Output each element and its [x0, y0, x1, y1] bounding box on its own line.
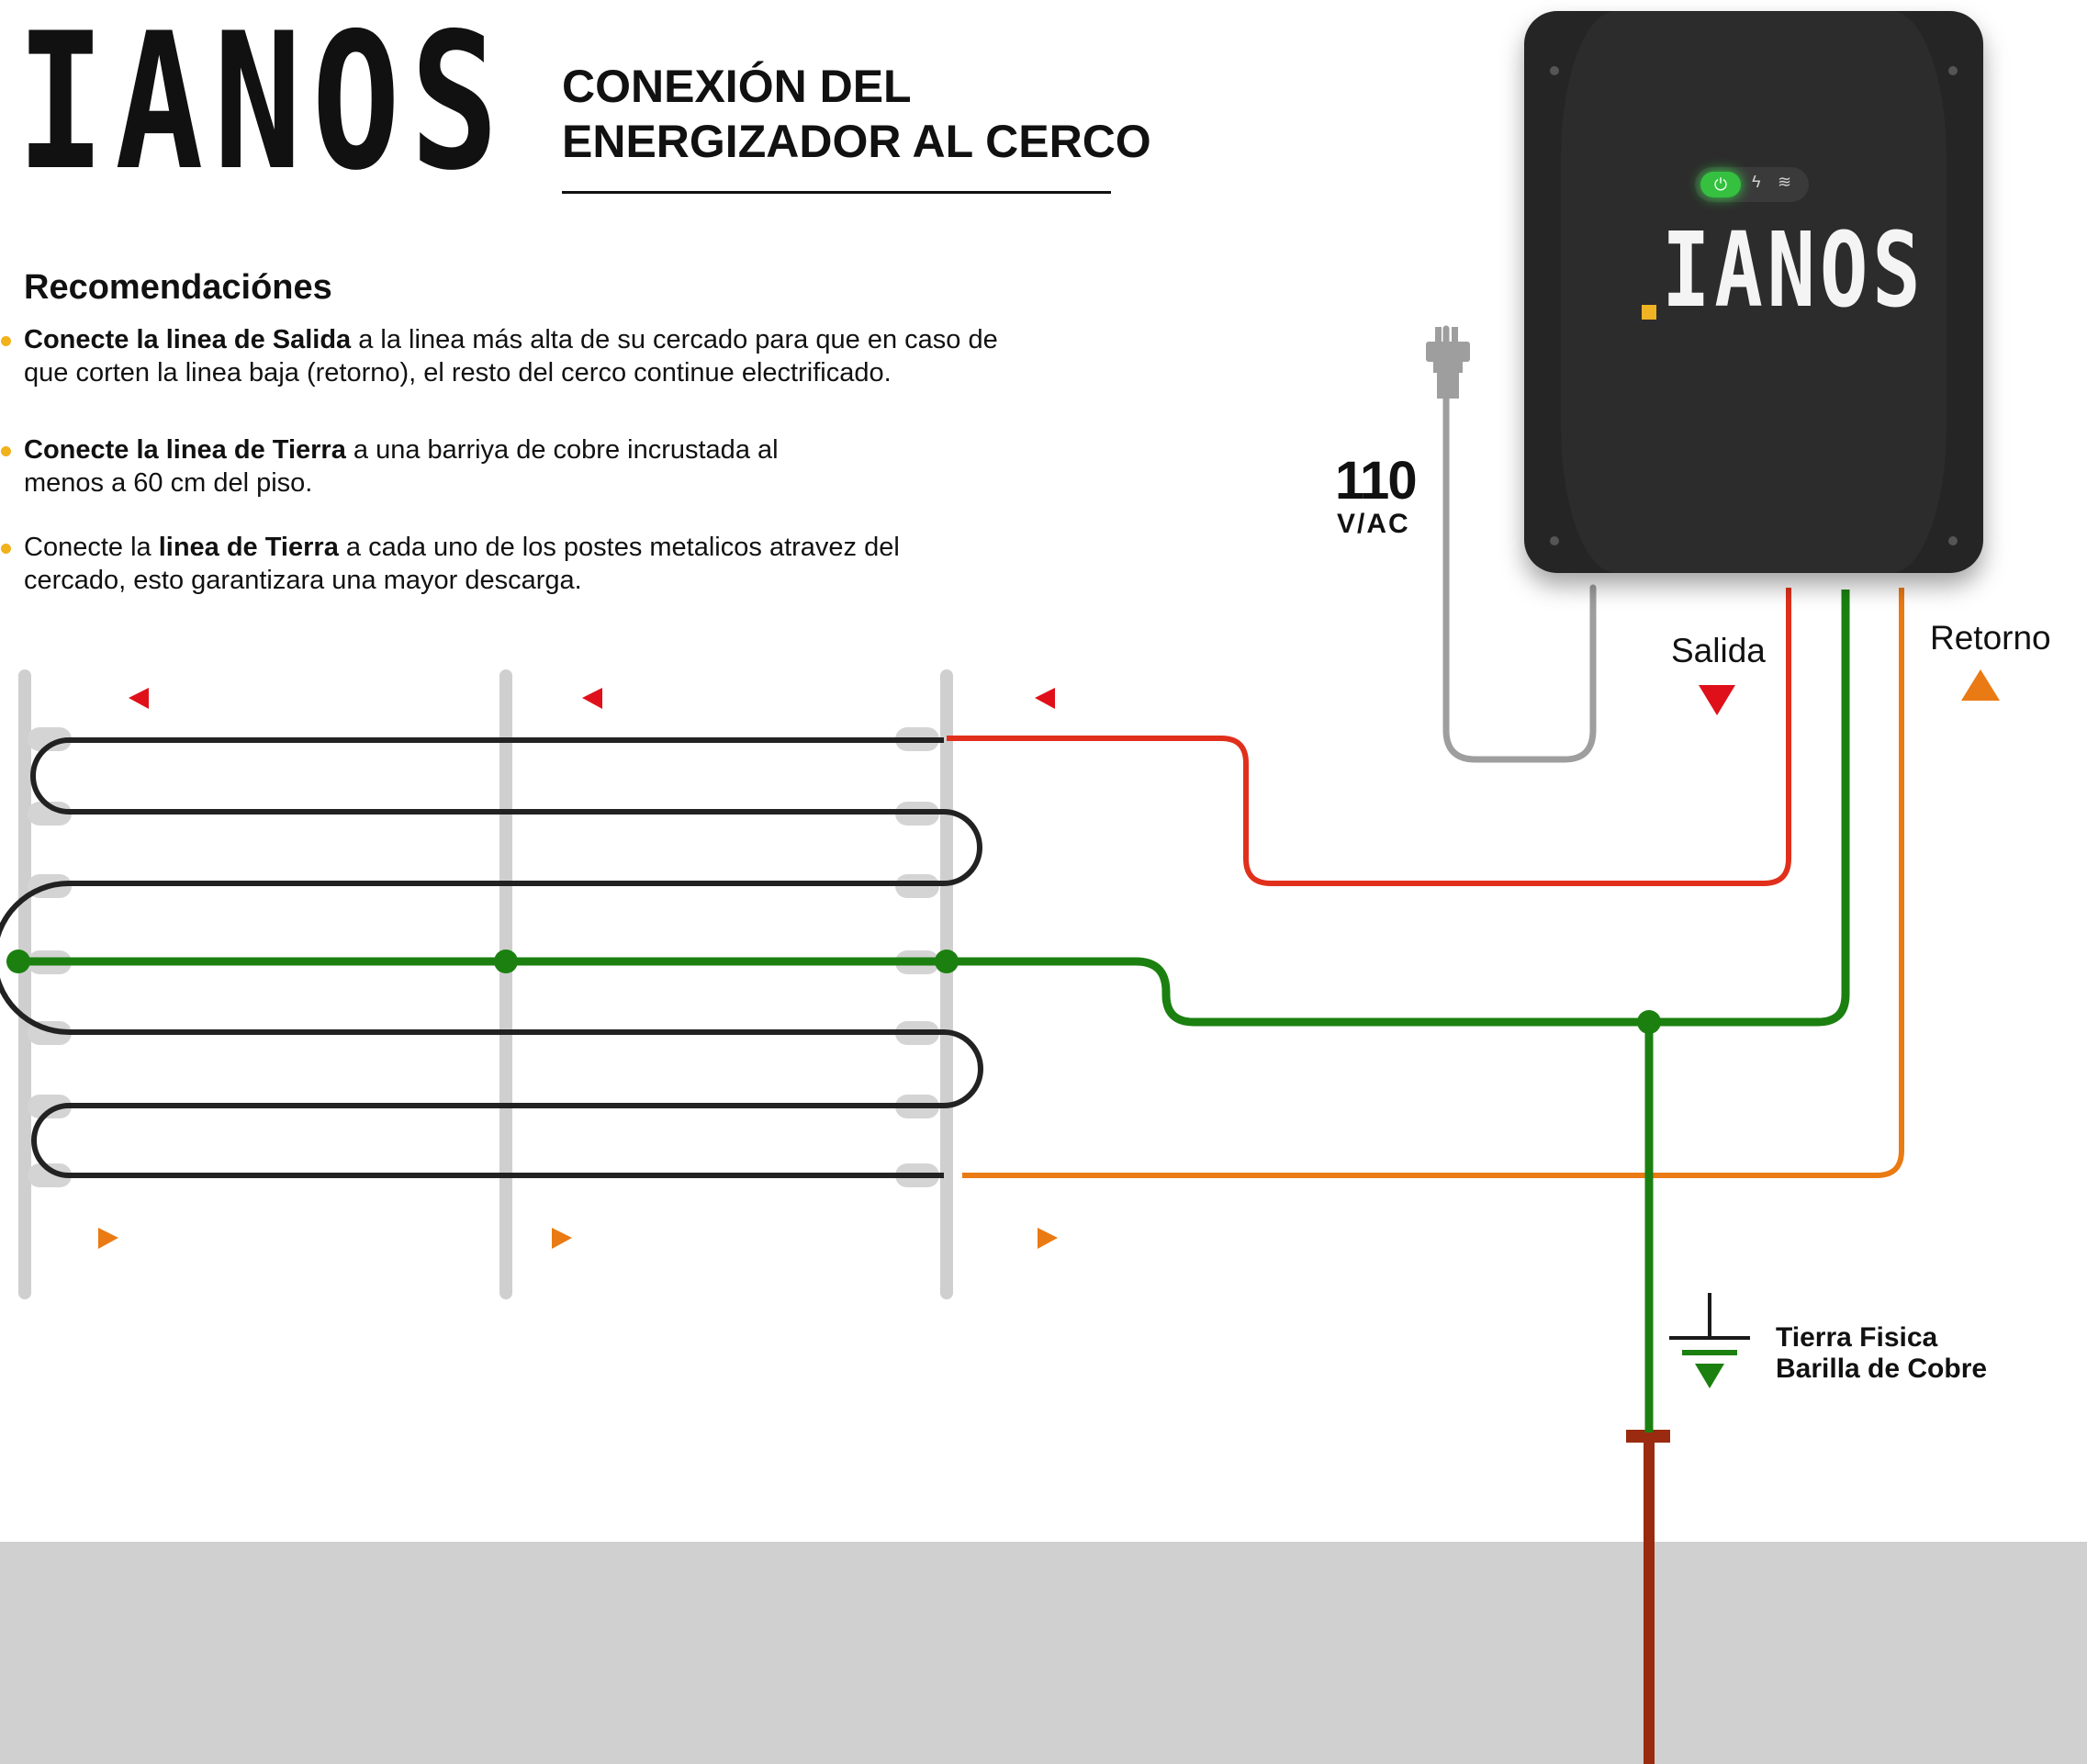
tierra-fisica-label: Tierra Fisica Barilla de Cobre — [1776, 1322, 1987, 1385]
tierra-label-line-1: Tierra Fisica — [1776, 1322, 1938, 1353]
bullet-dot — [1, 544, 11, 554]
recommendation-bold: Conecte la linea de Tierra — [24, 435, 346, 465]
brand-dot — [1642, 305, 1656, 320]
fence-posts — [18, 669, 953, 1299]
status-indicators: ⏻ ϟ ≋ — [1695, 167, 1809, 202]
ground-area — [0, 1542, 2087, 1764]
wifi-icon: ≋ — [1778, 173, 1792, 191]
recommendation-text: a la linea más alta de su cercado para q… — [24, 325, 998, 388]
energizer-device: ⏻ ϟ ≋ IANOS — [1524, 11, 1983, 573]
ground-symbol-icon — [1669, 1293, 1750, 1388]
screw-icon — [1550, 536, 1559, 545]
recommendation-bold: Conecte la linea de Salida — [24, 325, 352, 354]
recommendation-text: a una barriya de cobre incrustada al men… — [24, 435, 779, 498]
screw-icon — [1550, 66, 1559, 75]
power-icon: ⏻ — [1700, 172, 1741, 197]
ianos-logo: IANOS — [17, 0, 509, 212]
salida-label: Salida — [1671, 632, 1766, 669]
recommendation-item-1: Conecte la linea de Salida a la linea má… — [1, 323, 1015, 389]
title-underline — [562, 191, 1111, 194]
voltage-unit: V/AC — [1337, 509, 1410, 539]
recommendation-item-3: Conecte la linea de Tierra a cada uno de… — [1, 531, 942, 597]
tierra-wire — [18, 590, 1850, 1027]
retorno-wire — [962, 588, 1904, 1178]
screw-icon — [1948, 536, 1958, 545]
bolt-icon: ϟ — [1752, 173, 1761, 191]
voltage-value: 110 — [1335, 451, 1418, 511]
recommendation-item-2: Conecte la linea de Tierra a una barriya… — [1, 433, 813, 500]
ground-junctions — [6, 949, 1661, 1034]
recommendations-heading: Recomendaciónes — [24, 268, 332, 307]
tierra-label-line-2: Barilla de Cobre — [1776, 1354, 1988, 1384]
recommendation-text: a cada uno de los postes metalicos atrav… — [24, 533, 900, 595]
page-title: CONEXIÓN DEL ENERGIZADOR AL CERCO — [562, 59, 1151, 169]
retorno-flow-arrows — [98, 1228, 1058, 1249]
recommendation-bold: linea de Tierra — [158, 533, 339, 562]
salida-down-arrow-icon — [1699, 685, 1735, 715]
copper-rod — [1626, 1430, 1670, 1764]
retorno-label: Retorno — [1930, 619, 2051, 657]
retorno-up-arrow-icon — [1961, 669, 2000, 701]
bullet-dot — [1, 446, 11, 456]
device-brand: IANOS — [1662, 211, 1925, 331]
fence-wires — [0, 737, 983, 1178]
power-cord — [1442, 325, 1597, 763]
screw-icon — [1948, 66, 1958, 75]
title-line-1: CONEXIÓN DEL — [562, 61, 912, 112]
bullet-dot — [1, 336, 11, 346]
recommendation-text: Conecte la — [24, 533, 159, 562]
title-line-2: ENERGIZADOR AL CERCO — [562, 116, 1151, 167]
device-front-panel — [1561, 11, 1947, 573]
salida-wire — [947, 588, 1791, 886]
plug-icon — [1426, 327, 1470, 399]
salida-flow-arrows — [129, 688, 1055, 709]
